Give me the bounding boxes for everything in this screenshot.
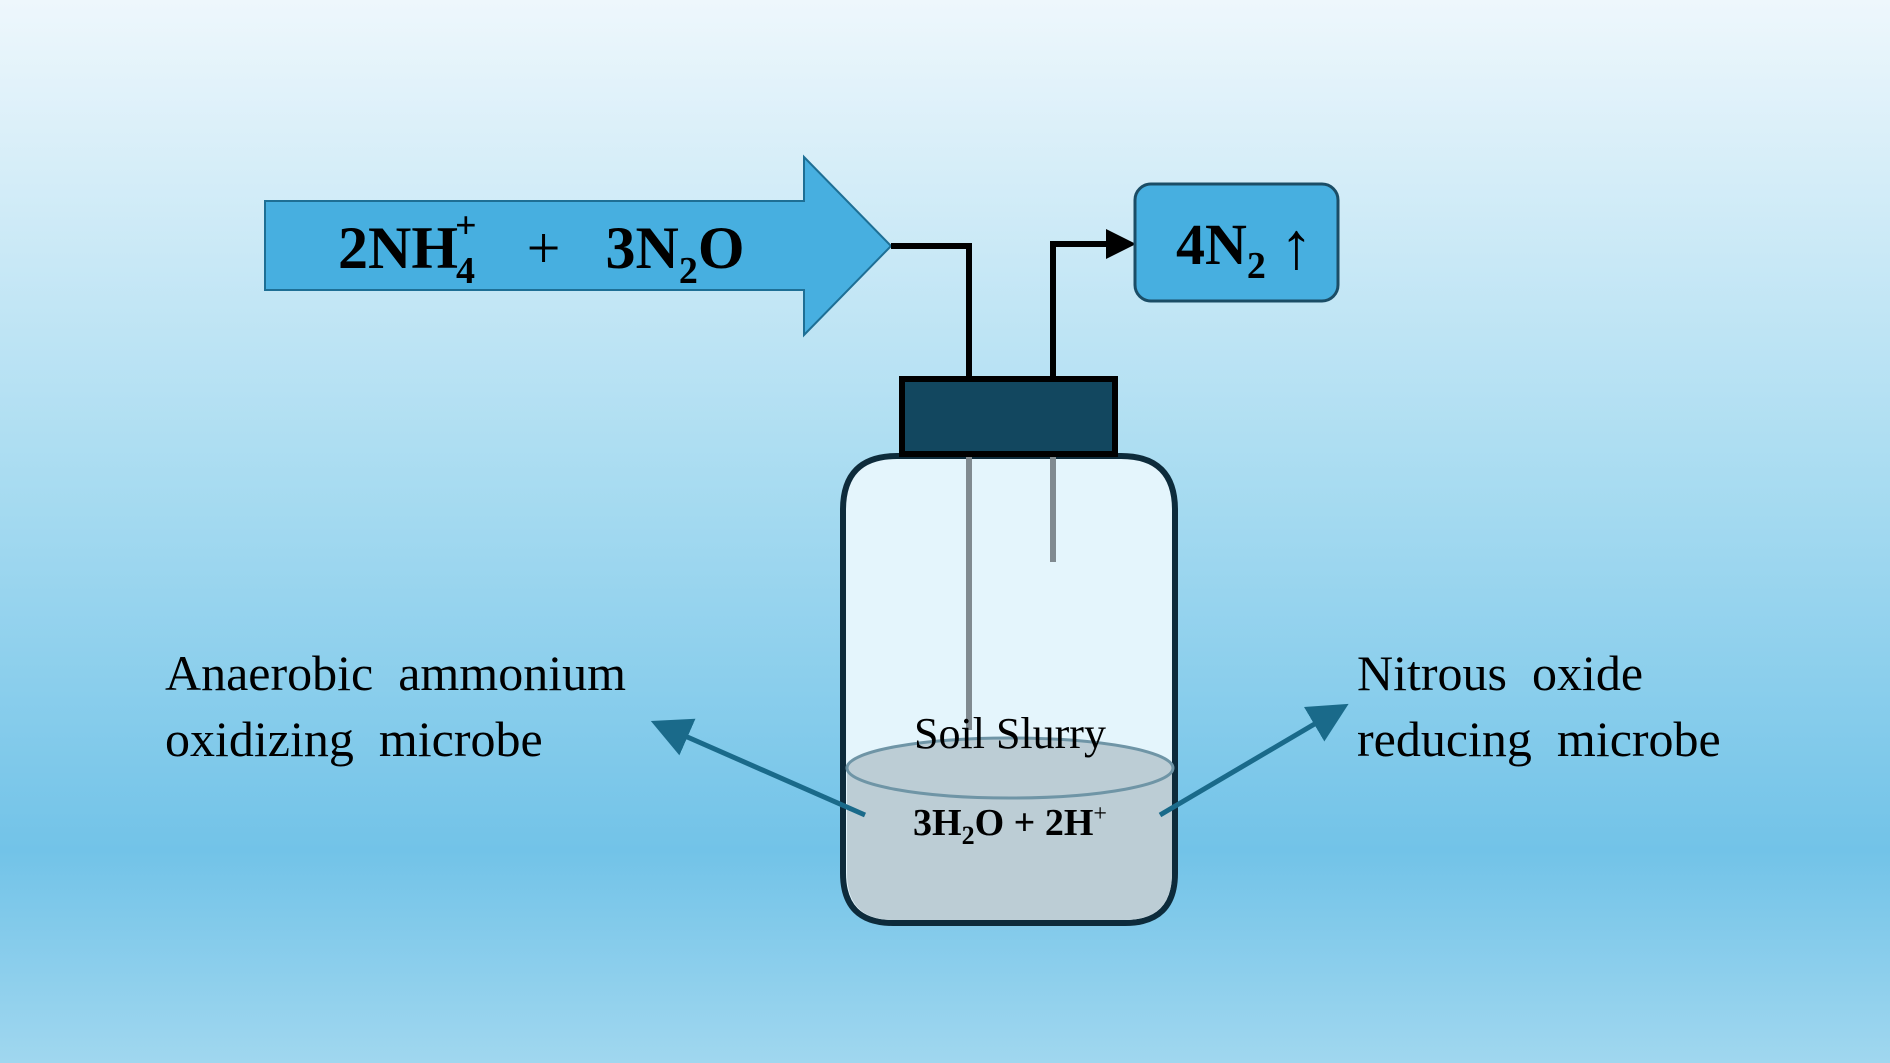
reactant-arrow [264,154,893,338]
liquid [847,768,1172,920]
n2o-reducer-label-line1: Nitrous oxide [1357,645,1643,701]
soil-slurry-label: Soil Slurry [914,709,1106,758]
anammox-label-line1: Anaerobic ammonium [165,645,626,701]
byproduct-formula: 3H2O + 2H+ [913,801,1107,850]
n2o-reducer-label-line2: reducing microbe [1357,711,1721,767]
right-pointer-arrow [1158,703,1349,818]
outlet-pipe [1050,229,1136,378]
inlet-pipe [891,243,972,378]
jar-cap [899,376,1118,457]
product-n2: 4N2 [1176,212,1266,287]
product-box [1133,182,1340,303]
gas-release-arrow-icon: ↑ [1280,210,1313,283]
reaction-equation: 2NH4++3N2O [338,205,745,292]
left-pointer-arrow [650,718,867,818]
anammox-label-line2: oxidizing microbe [165,711,543,767]
liquid-surface [845,736,1175,800]
